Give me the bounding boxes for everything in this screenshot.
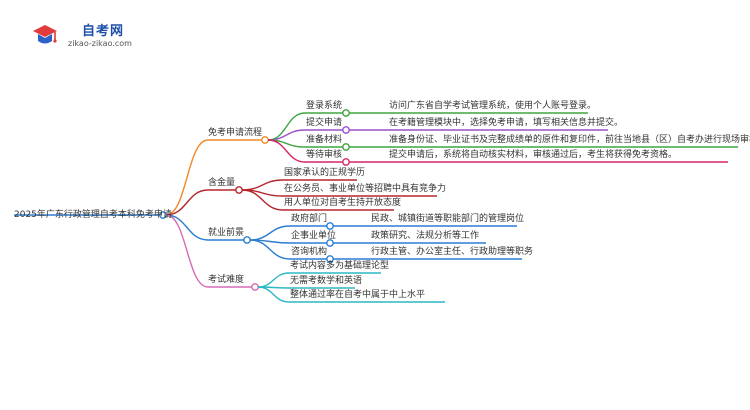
branch-link-2 (165, 214, 209, 241)
site-logo[interactable]: 自考网 zikao-zikao.com (30, 18, 150, 58)
detail-label-0-2: 准备身份证、毕业证书及完整成绩单的原件和复印件，前往当地县（区）自考办进行现场审… (389, 135, 750, 145)
branch-node-dot-2 (243, 236, 251, 244)
detail-label-0-1: 在考籍管理模块中，选择免考申请，填写相关信息并提交。 (389, 118, 624, 128)
logo-title: 自考网 (82, 24, 125, 39)
leaf-label-2-1: 企事业单位 (291, 231, 337, 241)
leaf-label-3-1: 无需考数学和英语 (290, 276, 363, 286)
leaf-label-0-1: 提交申请 (306, 118, 343, 128)
branch-node-dot-0 (261, 136, 269, 144)
branch-label-3: 考试难度 (208, 275, 245, 285)
leaf-label-1-2: 用人单位对自考生持开放态度 (284, 198, 402, 208)
leaf-link-2-2 (249, 239, 291, 260)
leaf-link-3-2 (257, 286, 290, 303)
leaf-label-0-0: 登录系统 (306, 101, 343, 111)
leaf-label-2-0: 政府部门 (291, 214, 328, 224)
leaf-label-0-3: 等待审核 (306, 150, 343, 160)
leaf-label-0-2: 准备材料 (306, 135, 343, 145)
branch-node-dot-1 (235, 186, 243, 194)
detail-label-0-0: 访问广东省自学考试管理系统，使用个人账号登录。 (389, 101, 597, 111)
logo-url: zikao-zikao.com (68, 39, 132, 48)
leaf-link-3-0 (257, 272, 290, 288)
leaf-node-dot-0-3 (342, 158, 350, 166)
leaf-label-1-1: 在公务员、事业单位等招聘中具有竞争力 (284, 184, 447, 194)
leaf-link-0-3 (267, 139, 306, 163)
leaf-label-2-2: 咨询机构 (291, 247, 328, 257)
leaf-label-1-0: 国家承认的正规学历 (284, 168, 366, 178)
leaf-label-3-2: 整体通过率在自考中属于中上水平 (290, 290, 426, 300)
graduation-cap-icon (33, 25, 57, 44)
branch-label-0: 免考申请流程 (208, 128, 263, 138)
leaf-link-2-0 (249, 225, 291, 241)
leaf-node-dot-0-2 (342, 143, 350, 151)
leaf-link-1-0 (241, 179, 284, 191)
detail-label-2-2: 行政主管、办公室主任、行政助理等职务 (371, 247, 534, 257)
branch-label-2: 就业前景 (208, 228, 245, 238)
detail-label-2-1: 政策研究、法规分析等工作 (371, 231, 480, 241)
root-node: 2025年广东行政管理自考本科免考申请 (14, 210, 172, 220)
branch-label-1: 含金量 (208, 178, 236, 188)
leaf-node-dot-0-1 (342, 126, 350, 134)
leaf-link-1-2 (241, 189, 284, 211)
leaf-node-dot-2-0 (326, 222, 334, 230)
leaf-node-dot-0-0 (342, 109, 350, 117)
detail-label-0-3: 提交申请后，系统将自动核实材料，审核通过后，考生将获得免考资格。 (389, 150, 678, 160)
branch-node-dot-3 (251, 283, 259, 291)
branch-link-0 (165, 139, 209, 216)
leaf-label-3-0: 考试内容多为基础理论型 (290, 261, 390, 271)
branch-link-3 (165, 214, 209, 288)
leaf-link-0-0 (267, 112, 306, 141)
detail-label-2-0: 民政、城镇街道等职能部门的管理岗位 (371, 214, 525, 224)
branch-link-1 (165, 189, 209, 216)
